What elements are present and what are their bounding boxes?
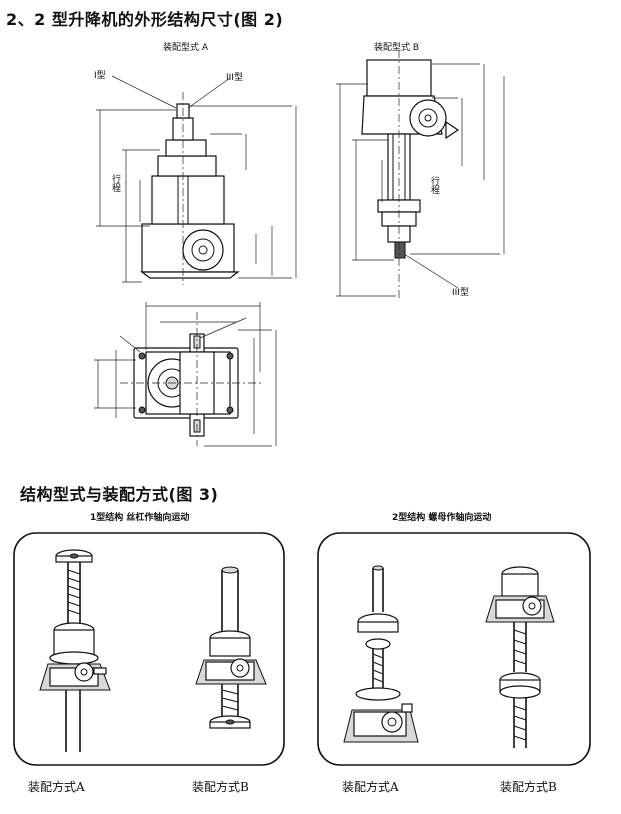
panel-right-frame xyxy=(317,532,591,766)
stroke-label-b: 行程 xyxy=(429,176,439,194)
stroke-label-a: 行程 xyxy=(110,174,120,192)
view-b-label: 装配型式 B xyxy=(374,43,420,53)
right-assembly-b-drawing xyxy=(485,566,555,748)
view-b-drawing xyxy=(336,50,505,300)
panel-left-frame xyxy=(13,532,285,766)
right-assembly-a-label: 装配方式A xyxy=(342,780,399,794)
top-view-drawing xyxy=(94,302,277,447)
right-assembly-b-label: 装配方式B xyxy=(500,780,557,794)
panel-left-caption: 1型结构 丝杠作轴向运动 xyxy=(90,513,190,523)
left-assembly-b-drawing xyxy=(195,566,267,729)
left-assembly-a-label: 装配方式A xyxy=(28,780,85,794)
type3-label-a: III型 xyxy=(226,73,243,83)
fig2-title: 2、2 型升降机的外形结构尺寸(图 2) xyxy=(6,10,284,29)
panel-right-caption: 2型结构 螺母作轴向运动 xyxy=(392,513,492,523)
type3-label-b: III型 xyxy=(452,288,469,298)
fig3-title: 结构型式与装配方式(图 3) xyxy=(20,485,219,504)
left-assembly-a-drawing xyxy=(39,549,111,752)
type1-label: I型 xyxy=(94,71,106,81)
left-assembly-b-label: 装配方式B xyxy=(192,780,249,794)
view-a-label: 装配型式 A xyxy=(163,43,209,53)
view-a-drawing xyxy=(96,75,297,285)
right-assembly-a-drawing xyxy=(343,565,419,743)
